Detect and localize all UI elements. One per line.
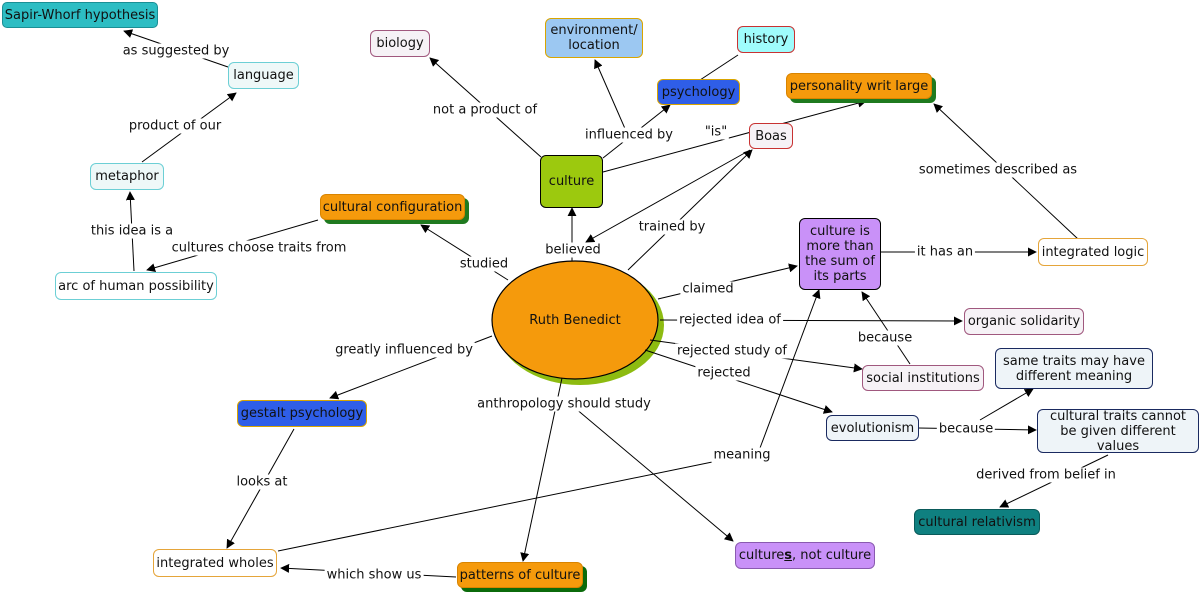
link-as-suggested-by: as suggested by xyxy=(120,43,232,59)
node-sapir-whorf-hypothesis[interactable]: Sapir-Whorf hypothesis xyxy=(2,2,158,28)
node-environment-location[interactable]: environment/ location xyxy=(545,18,643,58)
node-culture[interactable]: culture xyxy=(540,155,603,208)
node-personality-writ-large[interactable]: personality writ large xyxy=(786,73,932,99)
link-studied: studied xyxy=(457,256,511,272)
link-looks-at: looks at xyxy=(234,474,290,490)
cultures-text-s: s xyxy=(784,548,793,563)
link-rejected: rejected xyxy=(695,365,753,381)
cultures-text-a: culture xyxy=(738,548,785,563)
node-integrated-logic[interactable]: integrated logic xyxy=(1038,238,1148,266)
node-gestalt-psychology[interactable]: gestalt psychology xyxy=(237,400,367,427)
node-organic-solidarity[interactable]: organic solidarity xyxy=(964,308,1084,335)
link-rejected-idea-of: rejected idea of xyxy=(677,312,783,328)
node-cultural-relativism[interactable]: cultural relativism xyxy=(914,509,1040,535)
link-it-has-an: it has an xyxy=(914,244,976,260)
node-evolutionism[interactable]: evolutionism xyxy=(826,415,919,441)
node-same-traits-different-meaning[interactable]: same traits may have different meaning xyxy=(995,348,1153,389)
node-biology[interactable]: biology xyxy=(370,30,430,57)
node-metaphor[interactable]: metaphor xyxy=(90,163,164,190)
link-this-idea-is-a: this idea is a xyxy=(88,223,176,239)
node-psychology[interactable]: psychology xyxy=(657,79,740,105)
link-is: "is" xyxy=(702,124,730,140)
node-boas[interactable]: Boas xyxy=(749,123,793,149)
node-arc-of-human-possibility[interactable]: arc of human possibility xyxy=(55,272,217,300)
link-sometimes-described-as: sometimes described as xyxy=(916,162,1080,178)
node-cultural-traits-cannot-be-given[interactable]: cultural traits cannot be given differen… xyxy=(1037,409,1199,454)
node-history[interactable]: history xyxy=(737,26,795,53)
link-product-of-our: product of our xyxy=(126,118,224,134)
cultures-text-b: , not culture xyxy=(792,548,872,563)
link-rejected-study-of: rejected study of xyxy=(674,343,790,359)
link-which-show-us: which show us xyxy=(324,567,424,583)
link-meaning: meaning xyxy=(711,447,773,463)
node-cultural-configuration[interactable]: cultural configuration xyxy=(320,194,465,220)
link-claimed: claimed xyxy=(680,281,736,297)
node-patterns-of-culture[interactable]: patterns of culture xyxy=(457,562,583,588)
link-anthropology-should-study: anthropology should study xyxy=(475,396,653,412)
node-language[interactable]: language xyxy=(228,62,299,89)
link-derived-from-belief-in: derived from belief in xyxy=(974,467,1118,483)
link-influenced-by: influenced by xyxy=(583,127,675,143)
link-because-2: because xyxy=(936,421,996,437)
link-not-a-product-of: not a product of xyxy=(430,102,540,118)
node-culture-more-than-sum[interactable]: culture is more than the sum of its part… xyxy=(799,218,881,290)
link-cultures-choose-traits-from: cultures choose traits from xyxy=(169,240,349,256)
node-integrated-wholes[interactable]: integrated wholes xyxy=(153,549,277,577)
ruth-benedict-ellipse xyxy=(491,260,659,380)
link-believed: believed xyxy=(543,242,603,258)
link-because-1: because xyxy=(855,330,915,346)
link-greatly-influenced-by: greatly influenced by xyxy=(333,342,475,358)
link-trained-by: trained by xyxy=(636,219,708,235)
node-ruth-benedict[interactable]: Ruth Benedict xyxy=(529,312,621,328)
node-social-institutions[interactable]: social institutions xyxy=(862,365,984,391)
